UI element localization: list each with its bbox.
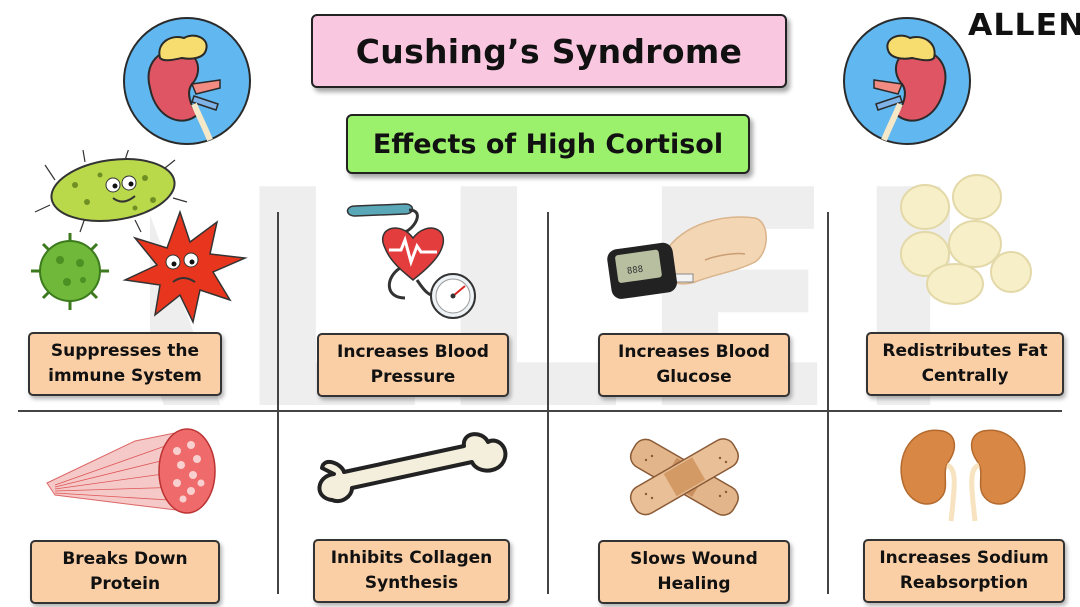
grid-divider: [18, 410, 1062, 412]
bandage-icon: [629, 438, 739, 516]
effect-label-immune: Suppresses the immune System: [28, 332, 222, 396]
effect-label-wound: Slows Wound Healing: [598, 540, 790, 604]
effect-label-blood-glucose: Increases Blood Glucose: [598, 333, 790, 397]
effect-label-text: Increases Sodium Reabsorption: [879, 548, 1049, 593]
page-title: Cushing’s Syndrome: [355, 31, 743, 71]
adrenal-kidney-icon: [843, 17, 971, 145]
grid-divider: [547, 212, 549, 594]
effect-label-fat: Redistributes Fat Centrally: [866, 332, 1064, 396]
fat-cells-icon: [900, 174, 1032, 305]
effect-label-blood-pressure: Increases Blood Pressure: [317, 333, 509, 397]
brand-logo: ALLEN: [968, 8, 1080, 43]
svg-text:888: 888: [626, 265, 643, 277]
subtitle-banner: Effects of High Cortisol: [346, 114, 750, 174]
effect-label-text: Increases Blood Glucose: [618, 342, 770, 387]
adrenal-kidney-icon: [123, 17, 251, 145]
watermark: ALLEN: [150, 170, 950, 430]
effect-label-text: Suppresses the immune System: [48, 341, 202, 386]
glucometer-icon: 888: [607, 216, 767, 299]
title-banner: Cushing’s Syndrome: [311, 14, 787, 88]
microbes-icon: [31, 150, 248, 325]
effect-label-text: Breaks Down Protein: [62, 549, 188, 594]
effect-label-protein: Breaks Down Protein: [30, 540, 220, 604]
kidneys-icon: [900, 429, 1026, 522]
effect-label-text: Slows Wound Healing: [630, 549, 758, 594]
effect-label-collagen: Inhibits Collagen Synthesis: [313, 539, 510, 603]
effect-label-text: Inhibits Collagen Synthesis: [330, 548, 493, 593]
watermark-text: ALLEN: [150, 170, 950, 430]
effect-label-text: Increases Blood Pressure: [337, 342, 489, 387]
bone-icon: [317, 432, 508, 503]
blood-pressure-icon: [346, 203, 476, 319]
grid-divider: [827, 212, 829, 594]
grid-divider: [277, 212, 279, 594]
muscle-fiber-icon: [46, 428, 216, 514]
page-subtitle: Effects of High Cortisol: [372, 128, 724, 160]
effect-label-sodium: Increases Sodium Reabsorption: [863, 539, 1065, 603]
effect-label-text: Redistributes Fat Centrally: [882, 341, 1048, 386]
